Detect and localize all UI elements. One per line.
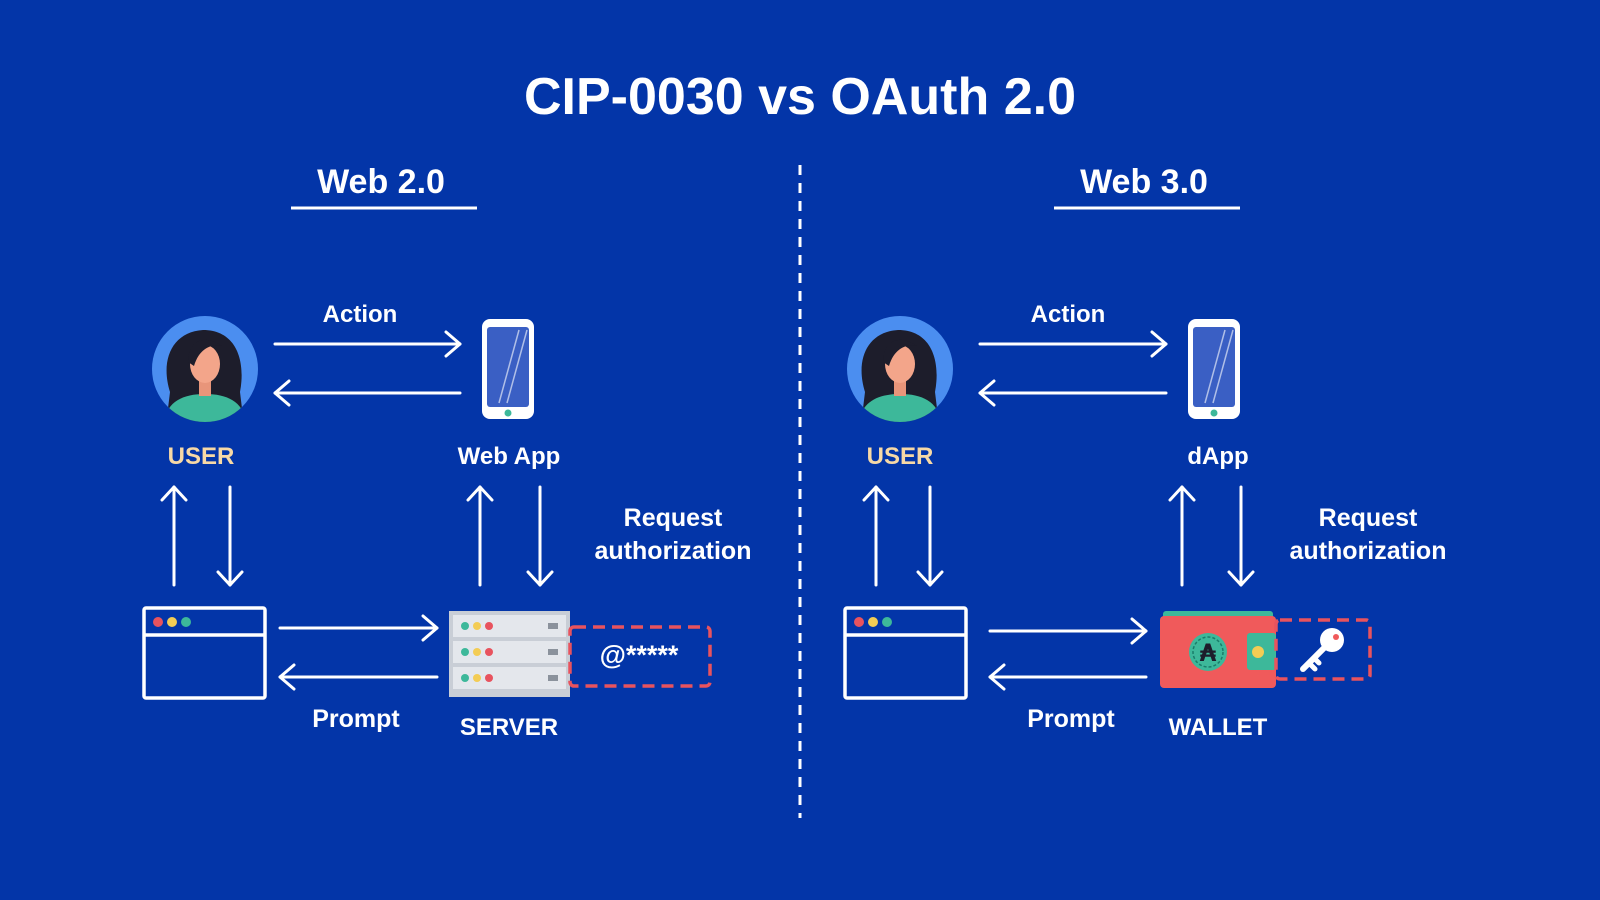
ada-coin-symbol: ₳ — [1200, 639, 1217, 667]
credential-text: @***** — [600, 640, 679, 670]
browser-window-icon — [142, 606, 267, 700]
web2-request-label-1: Request — [624, 504, 723, 532]
web3-action-label: Action — [1031, 301, 1106, 328]
web3-request-label-1: Request — [1319, 504, 1418, 532]
web2-app-vertical-arrows — [466, 485, 554, 587]
phone-icon — [482, 319, 534, 419]
browser-window-icon — [843, 606, 968, 700]
phone-icon — [1188, 319, 1240, 419]
web2-user-label: USER — [168, 443, 235, 470]
web3-prompt-label: Prompt — [1027, 705, 1115, 733]
web2-server-label: SERVER — [460, 714, 558, 741]
web2-action-label: Action — [323, 301, 398, 328]
web2-heading: Web 2.0 — [317, 163, 445, 201]
web3-wallet-label: WALLET — [1169, 714, 1268, 741]
web3-action-arrows — [978, 330, 1168, 407]
web3-user-vertical-arrows — [862, 485, 944, 587]
credential-box — [568, 625, 712, 688]
web3-prompt-arrows — [988, 617, 1148, 691]
web3-heading: Web 3.0 — [1080, 163, 1208, 201]
key-box — [1274, 618, 1372, 681]
web3-app-label: dApp — [1187, 443, 1248, 470]
avatar-icon — [847, 316, 953, 422]
server-icon — [449, 611, 570, 697]
wallet-icon: ₳ — [1160, 611, 1276, 688]
web3-user-label: USER — [867, 443, 934, 470]
web2-prompt-label: Prompt — [312, 705, 400, 733]
web2-app-label: Web App — [458, 443, 561, 470]
avatar-icon — [152, 316, 258, 422]
page-title: CIP-0030 vs OAuth 2.0 — [524, 68, 1076, 126]
web3-app-vertical-arrows — [1168, 485, 1255, 587]
web2-request-label-2: authorization — [595, 537, 752, 565]
web3-section: Web 3.0 USER dApp Action — [843, 163, 1447, 741]
web2-prompt-arrows — [278, 614, 439, 691]
web2-section: Web 2.0 USER Web App Action — [142, 163, 752, 741]
web2-action-arrows — [273, 330, 462, 407]
web2-user-vertical-arrows — [160, 485, 244, 587]
key-icon — [1300, 628, 1344, 672]
web3-request-label-2: authorization — [1290, 537, 1447, 565]
